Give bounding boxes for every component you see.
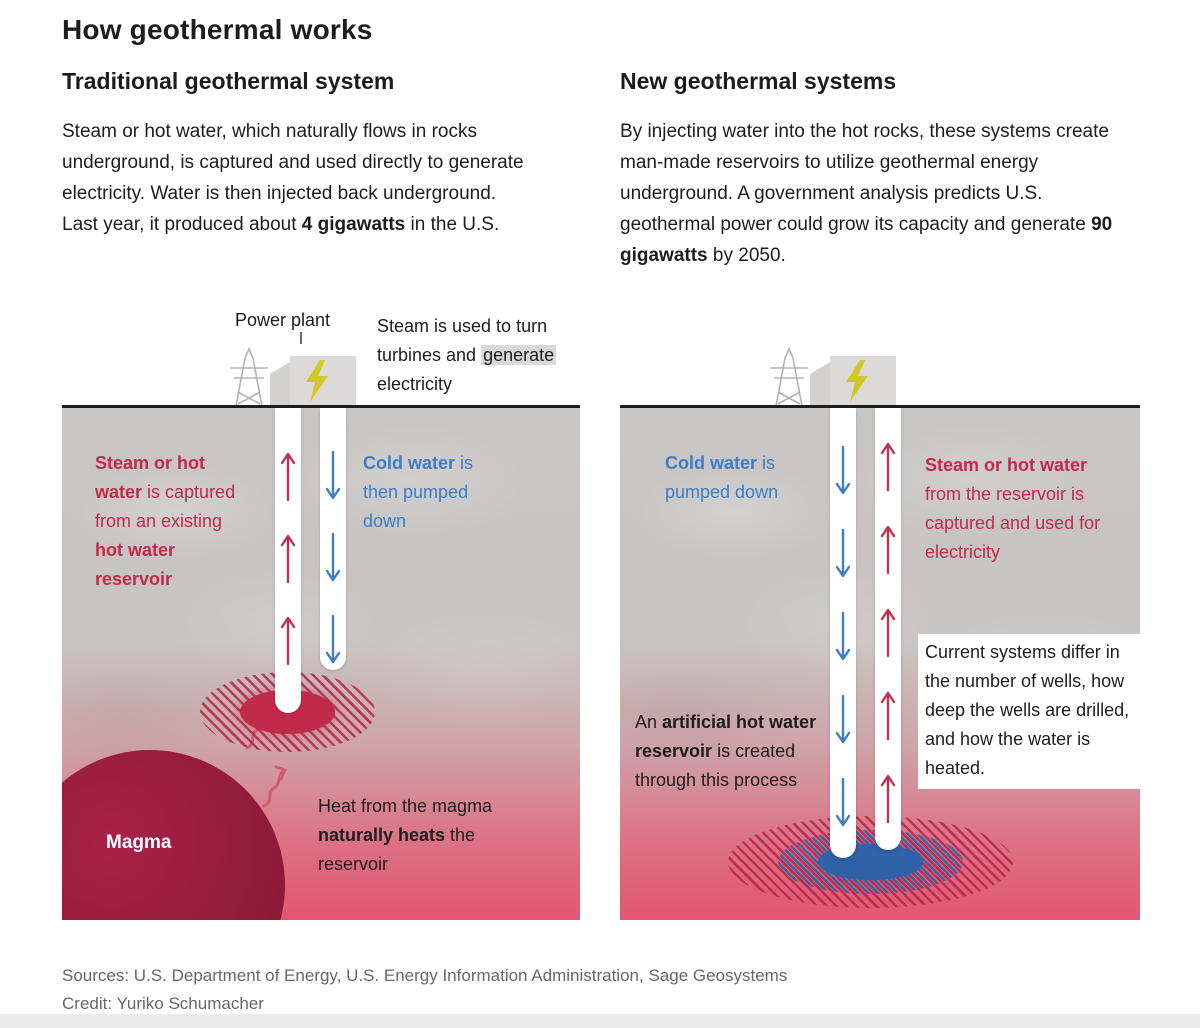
traditional-underground-diagram: Magma [62, 408, 580, 920]
new-hot-label-text: from the reservoir is captured and used … [925, 484, 1101, 562]
sources-line: Sources: U.S. Department of Energy, U.S.… [62, 966, 788, 985]
new-systems-underground-diagram [620, 408, 1140, 920]
up-arrow-icon [280, 534, 296, 584]
up-arrow-icon [880, 774, 896, 824]
heat-squiggle-arrow-icon [262, 765, 287, 808]
current-systems-note: Current systems differ in the number of … [918, 634, 1140, 789]
traditional-intro-tail: in the U.S. [405, 214, 500, 235]
new-systems-intro-bold: 90 gigawatts [620, 214, 1113, 266]
up-arrow-icon [280, 616, 296, 666]
traditional-cold-label-bold: Cold water [363, 453, 456, 473]
traditional-intro: Steam or hot water, which naturally flow… [62, 116, 534, 240]
power-plant-icon [230, 347, 356, 407]
turbine-note-post: electricity [377, 374, 453, 394]
heat-note-bold: naturally heats [318, 825, 446, 845]
turbine-note: Steam is used to turn turbines and gener… [377, 312, 577, 399]
page-title: How geothermal works [62, 14, 373, 45]
new-systems-intro-tail: by 2050. [707, 245, 786, 266]
factory-building-icon [810, 356, 896, 406]
cold-water-well [830, 408, 856, 858]
new-systems-intro: By injecting water into the hot rocks, t… [620, 116, 1132, 271]
up-arrow-icon [880, 691, 896, 741]
traditional-intro-bold: 4 gigawatts [301, 214, 406, 235]
heat-note-text1: Heat from the magma [318, 796, 493, 816]
down-arrow-icon [835, 694, 851, 744]
new-hot-label: Steam or hot water from the reservoir is… [925, 451, 1120, 567]
lightning-bolt-icon [306, 360, 328, 402]
factory-building-icon [270, 356, 356, 406]
hot-water-well [875, 408, 901, 850]
down-arrow-icon [835, 445, 851, 495]
traditional-cold-label: Cold water is then pumped down [363, 449, 511, 536]
ground-line [62, 405, 580, 408]
down-arrow-icon [325, 614, 341, 664]
power-plant-pointer-line [300, 332, 302, 344]
up-arrow-icon [280, 452, 296, 502]
down-arrow-icon [835, 611, 851, 661]
new-cold-label-text: is pumped down [665, 453, 779, 502]
power-plant-icon [770, 347, 896, 407]
artificial-note-text1: An [635, 712, 663, 732]
heat-note: Heat from the magma naturally heats the … [318, 792, 523, 879]
traditional-hot-label-bold1: Steam or hot water [95, 453, 206, 502]
transmission-tower-icon [230, 347, 268, 407]
down-arrow-icon [325, 532, 341, 582]
power-plant-label: Power plant [235, 310, 331, 330]
up-arrow-icon [880, 525, 896, 575]
new-systems-intro-text: By injecting water into the hot rocks, t… [620, 121, 1109, 235]
down-arrow-icon [835, 777, 851, 827]
magma-label: Magma [106, 832, 172, 853]
new-cold-label: Cold water is pumped down [665, 449, 820, 507]
down-arrow-icon [325, 450, 341, 500]
turbine-note-highlight: generate [481, 345, 557, 365]
heat-note-text2: the reservoir [318, 825, 476, 874]
hot-water-well [275, 408, 301, 713]
cold-water-well [320, 408, 346, 670]
artificial-reservoir-note: An artificial hot water reservoir is cre… [635, 708, 835, 795]
artificial-note-text2: is created through this process [635, 741, 798, 790]
traditional-hot-label-text1: is captured from an existing [95, 482, 236, 531]
traditional-hot-label: Steam or hot water is captured from an e… [95, 449, 247, 594]
credit-line: Credit: Yuriko Schumacher [62, 994, 264, 1013]
new-systems-heading: New geothermal systems [620, 68, 897, 94]
traditional-cold-label-text: is then pumped down [363, 453, 474, 531]
artificial-note-bold: artificial hot water reservoir [635, 712, 817, 761]
new-hot-label-bold: Steam or hot water [925, 455, 1088, 475]
transmission-tower-icon [770, 347, 808, 407]
turbine-note-pre: Steam is used to turn turbines and [377, 316, 548, 365]
new-cold-label-bold: Cold water [665, 453, 758, 473]
ground-line [620, 405, 1140, 408]
up-arrow-icon [880, 442, 896, 492]
down-arrow-icon [835, 528, 851, 578]
page-bottom-edge [0, 1014, 1200, 1028]
traditional-intro-text: Steam or hot water, which naturally flow… [62, 121, 524, 235]
traditional-heading: Traditional geothermal system [62, 68, 395, 94]
up-arrow-icon [880, 608, 896, 658]
traditional-hot-label-bold2: hot water reservoir [95, 540, 176, 589]
lightning-bolt-icon [846, 360, 868, 402]
